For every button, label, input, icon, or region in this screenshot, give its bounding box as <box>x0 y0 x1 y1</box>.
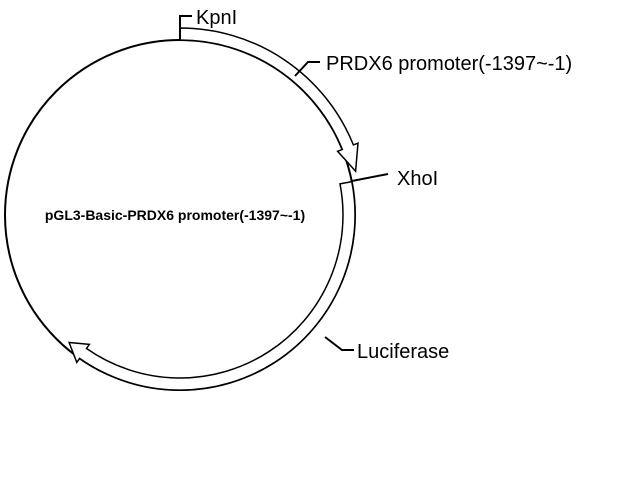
kpni-site-leader <box>179 15 192 40</box>
luciferase-label-leader <box>324 336 354 351</box>
xhoi-site-label: XhoI <box>397 168 438 190</box>
promoter-feature-label: PRDX6 promoter(-1397~-1) <box>326 53 572 75</box>
promoter-feature-arrow <box>179 27 359 173</box>
promoter-label-leader <box>294 61 320 77</box>
xhoi-site-leader <box>351 173 389 182</box>
plasmid-name: pGL3-Basic-PRDX6 promoter(-1397~-1) <box>45 207 305 223</box>
luciferase-feature-label: Luciferase <box>357 341 449 363</box>
kpni-site-label: KpnI <box>196 7 237 29</box>
luciferase-feature-arrow <box>67 180 356 391</box>
